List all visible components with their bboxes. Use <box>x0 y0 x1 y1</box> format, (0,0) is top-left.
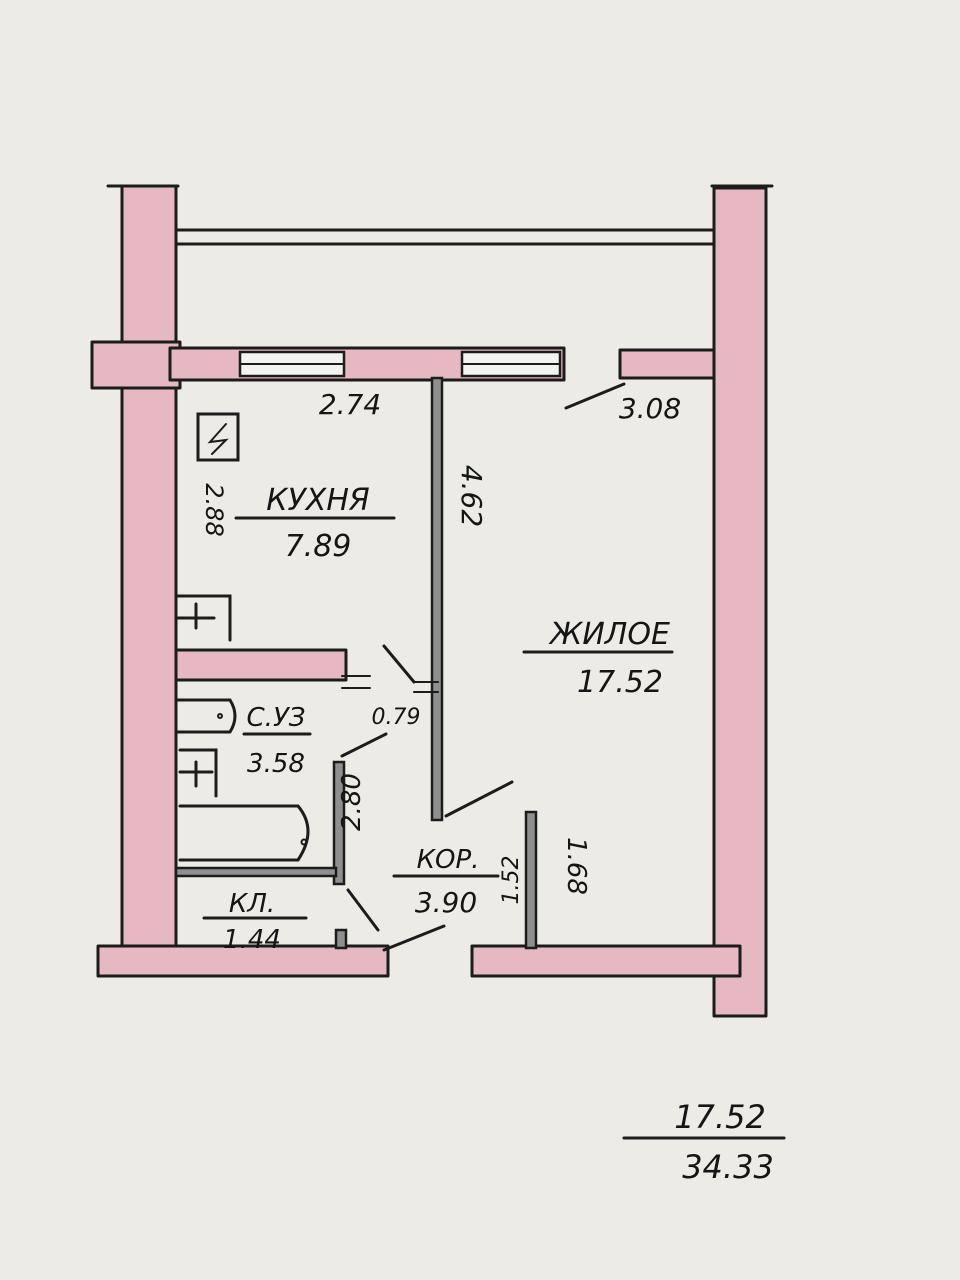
kitchen-length-dim: 2.88 <box>200 483 228 536</box>
kitchen-area: 7.89 <box>285 529 352 564</box>
right-wall <box>712 186 768 1018</box>
corridor-a-dim: 1.52 <box>499 856 524 905</box>
left-wall <box>120 184 178 950</box>
corridor-b-dim: 1.68 <box>561 837 591 895</box>
corridor-name: КОР. <box>417 845 480 875</box>
living-window-wall <box>618 348 718 380</box>
partitions <box>174 376 538 950</box>
stove-icon <box>196 412 240 462</box>
dimension-labels: 2.74 3.08 2.88 4.62 0.79 2.80 1.52 1.68 <box>200 388 681 904</box>
bathroom-area: 3.58 <box>247 749 305 779</box>
kitchen-living-partition <box>430 376 444 822</box>
closet-stub <box>334 928 348 950</box>
windows <box>238 350 562 378</box>
summary-total-area: 34.33 <box>682 1148 774 1186</box>
left-wall-jamb <box>90 340 182 390</box>
sink-icon <box>176 594 232 642</box>
bottom-wall-right <box>470 944 742 978</box>
living-width-dim: 3.08 <box>619 392 681 425</box>
balcony <box>106 184 774 246</box>
closet-area: 1.44 <box>223 925 281 955</box>
area-summary: 17.52 34.33 <box>622 1098 786 1186</box>
room-labels: КУХНЯ 7.89 ЖИЛОЕ 17.52 С.УЗ 3.58 КЛ. 1.4… <box>202 483 674 955</box>
fixtures <box>176 412 310 862</box>
corridor-partition-left <box>332 760 346 886</box>
washbasin-icon <box>176 698 237 734</box>
bath-closet-partition <box>174 866 338 878</box>
bath-wall <box>174 648 348 682</box>
kitchen-name: КУХНЯ <box>266 483 370 518</box>
partition-length-dim: 4.62 <box>455 465 488 527</box>
kitchen-width-dim: 2.74 <box>319 388 381 421</box>
corridor-wall-dim: 2.80 <box>337 773 367 831</box>
corridor-area: 3.90 <box>415 886 477 919</box>
living-name: ЖИЛОЕ <box>548 617 670 652</box>
door-swings <box>340 382 626 952</box>
toilet-icon <box>178 748 218 798</box>
bathtub-icon <box>178 804 310 862</box>
corridor-partition-right <box>524 810 538 950</box>
closet-name: КЛ. <box>229 889 275 919</box>
bottom-wall-left <box>96 944 390 978</box>
bath-door-dim: 0.79 <box>372 705 421 730</box>
summary-living-area: 17.52 <box>674 1098 766 1136</box>
bathroom-name: С.УЗ <box>247 703 306 733</box>
living-area: 17.52 <box>577 665 663 700</box>
